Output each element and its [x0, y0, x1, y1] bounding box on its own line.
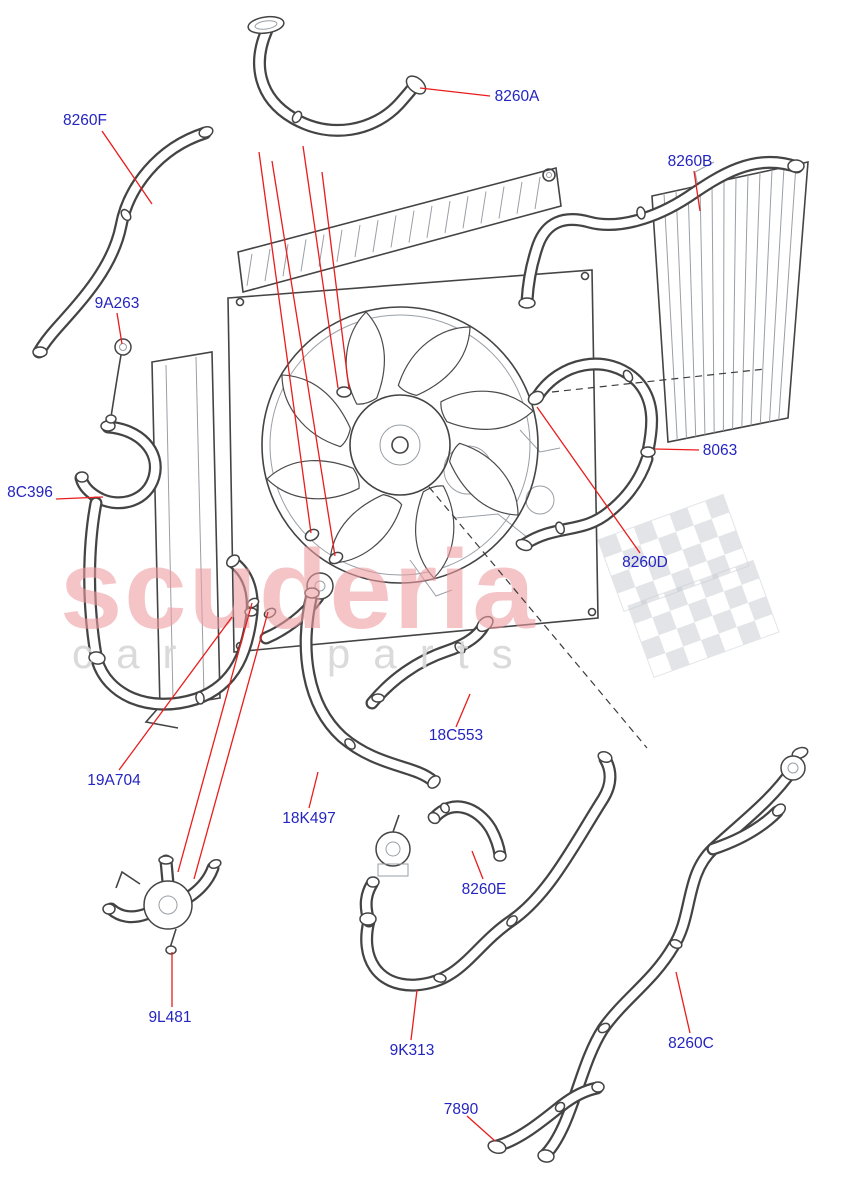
checkered-flag-icon: [627, 559, 780, 679]
leader-line: [116, 312, 123, 345]
part-label-8260E[interactable]: 8260E: [462, 881, 507, 898]
part-label-9K313[interactable]: 9K313: [390, 1042, 435, 1059]
leader-line: [419, 87, 491, 97]
right-condenser: [651, 160, 809, 443]
part-label-8260B[interactable]: 8260B: [668, 153, 713, 170]
leader-line: [258, 151, 312, 534]
part-label-8C396[interactable]: 8C396: [7, 484, 53, 501]
watermark-tagline: car parts: [72, 630, 536, 677]
watermark-brand: scuderia: [60, 527, 537, 652]
reference-dashed-lines: [428, 368, 766, 749]
leader-line: [693, 170, 701, 212]
leader-line: [654, 448, 700, 451]
part-labels: 8260F 8260A 8260B 9A263 8C396 8063 8260D 18C553…: [7, 88, 737, 1118]
leader-line: [308, 771, 319, 809]
part-label-8260F[interactable]: 8260F: [63, 112, 107, 129]
aux-pump-art: [375, 814, 411, 877]
hose-fittings: [32, 15, 809, 1163]
leader-line: [101, 130, 153, 205]
part-label-8260D[interactable]: 8260D: [622, 554, 668, 571]
leader-lines: [55, 87, 701, 1142]
part-label-18C553[interactable]: 18C553: [429, 727, 483, 744]
leader-line: [55, 496, 104, 500]
leader-line: [193, 611, 269, 880]
part-label-8260A[interactable]: 8260A: [495, 88, 540, 105]
hose-9K313-art: [360, 752, 617, 992]
leader-line: [177, 602, 253, 873]
part-label-18K497[interactable]: 18K497: [282, 810, 335, 827]
leader-line: [302, 145, 339, 389]
sensor-9A263-art: [114, 338, 132, 356]
leader-line: [271, 160, 336, 557]
part-label-19A704[interactable]: 19A704: [87, 772, 141, 789]
leader-line: [455, 693, 471, 728]
checkered-flag-icon: [597, 493, 750, 613]
sensor-pipe-9A263-art: [110, 354, 122, 418]
leader-line: [471, 850, 484, 880]
part-label-9A263[interactable]: 9A263: [95, 295, 140, 312]
leader-line: [321, 171, 350, 390]
radiator-left-tank: [144, 351, 221, 729]
radiator-top-tank: [237, 166, 562, 294]
leader-line: [118, 616, 233, 771]
leader-line: [536, 406, 641, 554]
diagram-artwork: [32, 15, 809, 1163]
leader-line: [675, 971, 691, 1034]
leader-line: [410, 989, 418, 1041]
fan-shroud: [227, 269, 599, 653]
part-label-7890[interactable]: 7890: [444, 1101, 479, 1118]
part-label-8260C[interactable]: 8260C: [668, 1035, 714, 1052]
dashed-reference-line: [428, 486, 648, 749]
water-pump-9L481-art: [115, 870, 193, 949]
leader-line: [466, 1115, 496, 1142]
watermark: scuderia car parts: [60, 493, 780, 679]
part-label-9L481[interactable]: 9L481: [148, 1009, 191, 1026]
part-label-8063[interactable]: 8063: [703, 442, 737, 459]
